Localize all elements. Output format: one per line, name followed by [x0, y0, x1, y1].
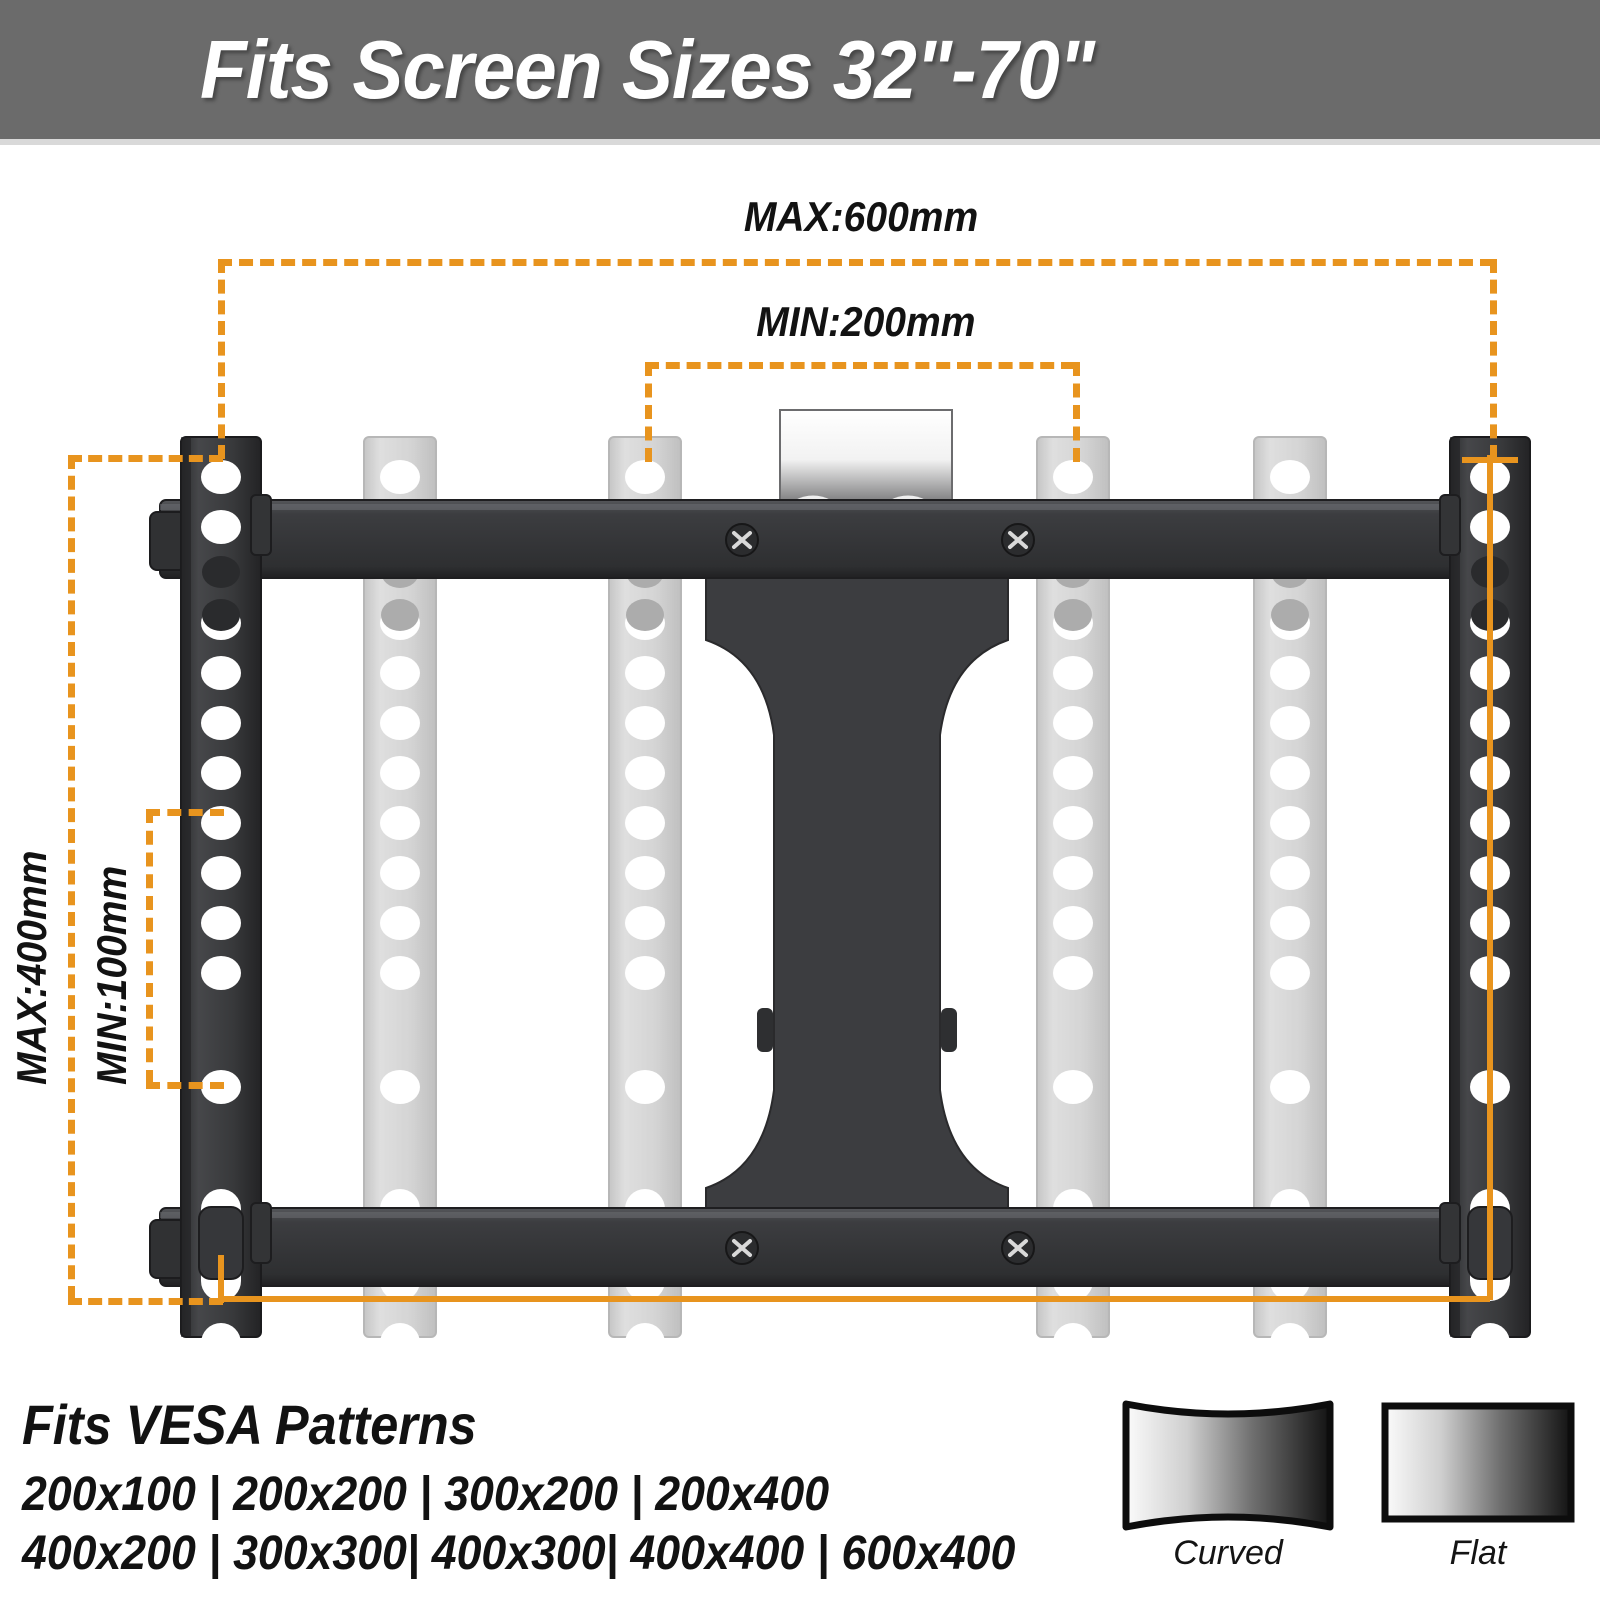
flat-tv-icon: [1381, 1402, 1575, 1523]
screw-head: [1001, 1231, 1035, 1265]
min-width-guide-right: [1073, 362, 1080, 462]
min-height-label: MIN:100mm: [88, 865, 135, 1085]
curved-screen-item: Curved: [1118, 1398, 1338, 1572]
curved-tv-icon: [1122, 1400, 1334, 1531]
top-horizontal-bar: [149, 499, 1505, 579]
vesa-patterns-row-1: 200x100 | 200x200 | 300x200 | 200x400: [22, 1468, 830, 1521]
max-height-label: MAX:400mm: [8, 850, 55, 1085]
bottom-horizontal-bar: [149, 1207, 1505, 1287]
max-width-guide-left: [218, 259, 225, 459]
max-width-label: MAX:600mm: [743, 193, 979, 240]
centre-column: [705, 574, 1009, 1253]
min-width-label: MIN:200mm: [756, 298, 976, 345]
screw-head: [1001, 523, 1035, 557]
header-divider: [0, 139, 1600, 145]
right-rail-reference-line: [1487, 455, 1493, 1300]
min-width-guide-top: [645, 362, 1075, 369]
flat-label: Flat: [1449, 1534, 1507, 1572]
curved-label: Curved: [1173, 1534, 1283, 1572]
bottom-reference-line: [218, 1296, 1490, 1302]
screw-head: [725, 523, 759, 557]
ghost-rail: [1036, 436, 1110, 1600]
min-height-guide-vertical: [146, 809, 153, 1084]
vesa-patterns-row-2: 400x200 | 300x300| 400x300| 400x400 | 60…: [22, 1527, 1016, 1580]
min-height-guide-top: [146, 809, 224, 816]
vesa-heading: Fits VESA Patterns: [22, 1393, 477, 1456]
max-width-guide-right: [1490, 259, 1497, 459]
min-height-guide-bottom: [146, 1082, 224, 1089]
page-title: Fits Screen Sizes 32"-70": [200, 22, 1095, 116]
screw-head: [725, 1231, 759, 1265]
ghost-rail: [608, 436, 682, 1600]
left-rail-reference-tick: [218, 1255, 224, 1303]
max-height-guide-bottom: [68, 1298, 223, 1305]
right-rail-top-tick: [1462, 457, 1518, 463]
max-width-guide-top: [218, 259, 1494, 266]
max-height-guide-top: [68, 455, 223, 462]
min-width-guide-left: [645, 362, 652, 462]
flat-screen-item: Flat: [1378, 1398, 1578, 1572]
max-height-guide-vertical: [68, 455, 75, 1300]
header-banner: Fits Screen Sizes 32"-70": [0, 0, 1600, 139]
left-vertical-rail: [180, 436, 272, 1600]
